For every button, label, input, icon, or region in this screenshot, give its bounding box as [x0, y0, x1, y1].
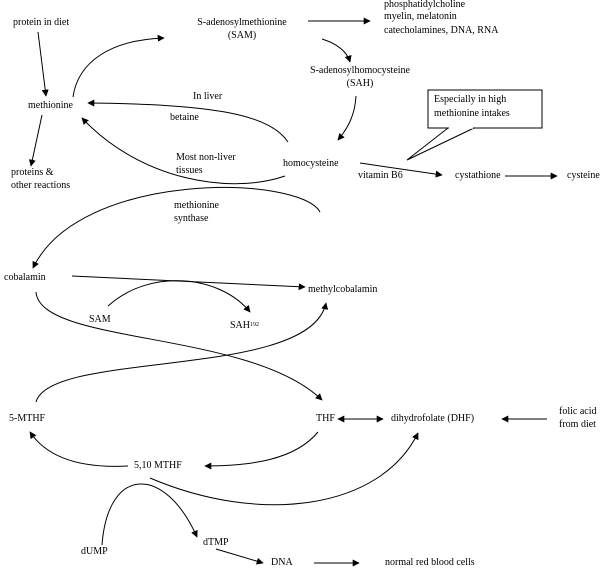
arrow-dtmp-to-dna	[215, 548, 264, 565]
arrow-cobalamin-to-thf	[35, 291, 323, 401]
node-sam-name: S-adenosylmethionine	[197, 17, 287, 28]
node-products-line2: myelin, melatonin	[384, 11, 457, 22]
node-thf: THF	[316, 413, 335, 424]
node-5-10-mthf: 5,10 MTHF	[134, 460, 182, 471]
node-homocysteine: homocysteine	[283, 158, 339, 169]
node-cobalamin: cobalamin	[4, 272, 46, 283]
node-folic-acid-line1: folic acid	[559, 406, 597, 417]
arrow-homocysteine-to-methionine-nonliver	[81, 117, 286, 185]
node-sam-abbrev: (SAM)	[227, 30, 257, 41]
label-vitamin-b6: vitamin B6	[358, 170, 403, 181]
label-non-liver-line2: tissues	[176, 165, 203, 176]
arrow-5-10-mthf-to-dhf	[149, 432, 419, 506]
node-methionine: methionine	[28, 100, 73, 111]
label-non-liver-line1: Most non-liver	[176, 152, 236, 163]
arrow-sam-to-sah	[321, 38, 352, 63]
callout-line2: methionine intakes	[434, 108, 510, 119]
label-betaine: betaine	[170, 112, 199, 123]
arrow-thf-to-5-10-mthf	[204, 431, 319, 470]
arrow-mthf-to-methylcobalamin	[35, 302, 329, 403]
node-products-line3: catecholamines, DNA, RNA	[384, 25, 499, 36]
node-cysteine: cysteine	[567, 170, 600, 181]
callout-line1: Especially in high	[434, 94, 507, 105]
node-products-line1: phosphatidylcholine	[384, 0, 466, 10]
node-dna: DNA	[271, 557, 293, 568]
label-methionine-synthase-line2: synthase	[174, 213, 209, 224]
arrow-sam-to-sah-small	[107, 280, 251, 313]
callout-high-methionine: Especially in high methionine intakes	[428, 90, 542, 128]
node-5-mthf: 5-MTHF	[9, 413, 46, 424]
node-cystathione: cystathione	[455, 170, 501, 181]
node-dump: dUMP	[81, 546, 108, 557]
node-folic-acid-line2: from diet	[559, 419, 596, 430]
callout-box	[427, 89, 543, 129]
node-proteins-line1: proteins &	[11, 167, 54, 178]
arrow-homocysteine-to-cystathione	[359, 162, 443, 178]
node-dtmp: dTMP	[203, 537, 229, 548]
arrow-sah-to-homocysteine	[337, 95, 357, 141]
node-dhf: dihydrofolate (DHF)	[391, 413, 475, 424]
node-normal-red-blood-cells: normal red blood cells	[385, 557, 475, 568]
label-in-liver: In liver	[193, 91, 223, 102]
node-proteins-line2: other reactions	[11, 180, 71, 191]
arrow-protein-to-methionine	[37, 31, 49, 97]
node-sam-small: SAM	[89, 314, 111, 325]
arrow-loop-to-cobalamin	[32, 187, 321, 269]
callout-pointer	[406, 127, 475, 161]
node-sah-small: SAH192	[230, 320, 259, 332]
node-protein-in-diet: protein in diet	[13, 17, 70, 28]
node-sah-abbrev: (SAH)	[346, 78, 374, 89]
sah-superscript: 192	[250, 322, 260, 328]
arrow-methionine-to-proteins	[28, 114, 43, 167]
node-methylcobalamin: methylcobalamin	[308, 284, 378, 295]
sah-small-text: SAH	[230, 320, 251, 331]
arrow-homocysteine-to-methionine-liver	[87, 99, 289, 143]
arrow-5-10-mthf-to-5-mthf	[29, 431, 129, 467]
arrow-dump-to-dtmp	[101, 483, 198, 546]
arrow-methionine-to-sam	[72, 34, 165, 98]
label-methionine-synthase-line1: methionine	[174, 200, 219, 211]
node-sah-name: S-adenosylhomocysteine	[310, 65, 410, 76]
